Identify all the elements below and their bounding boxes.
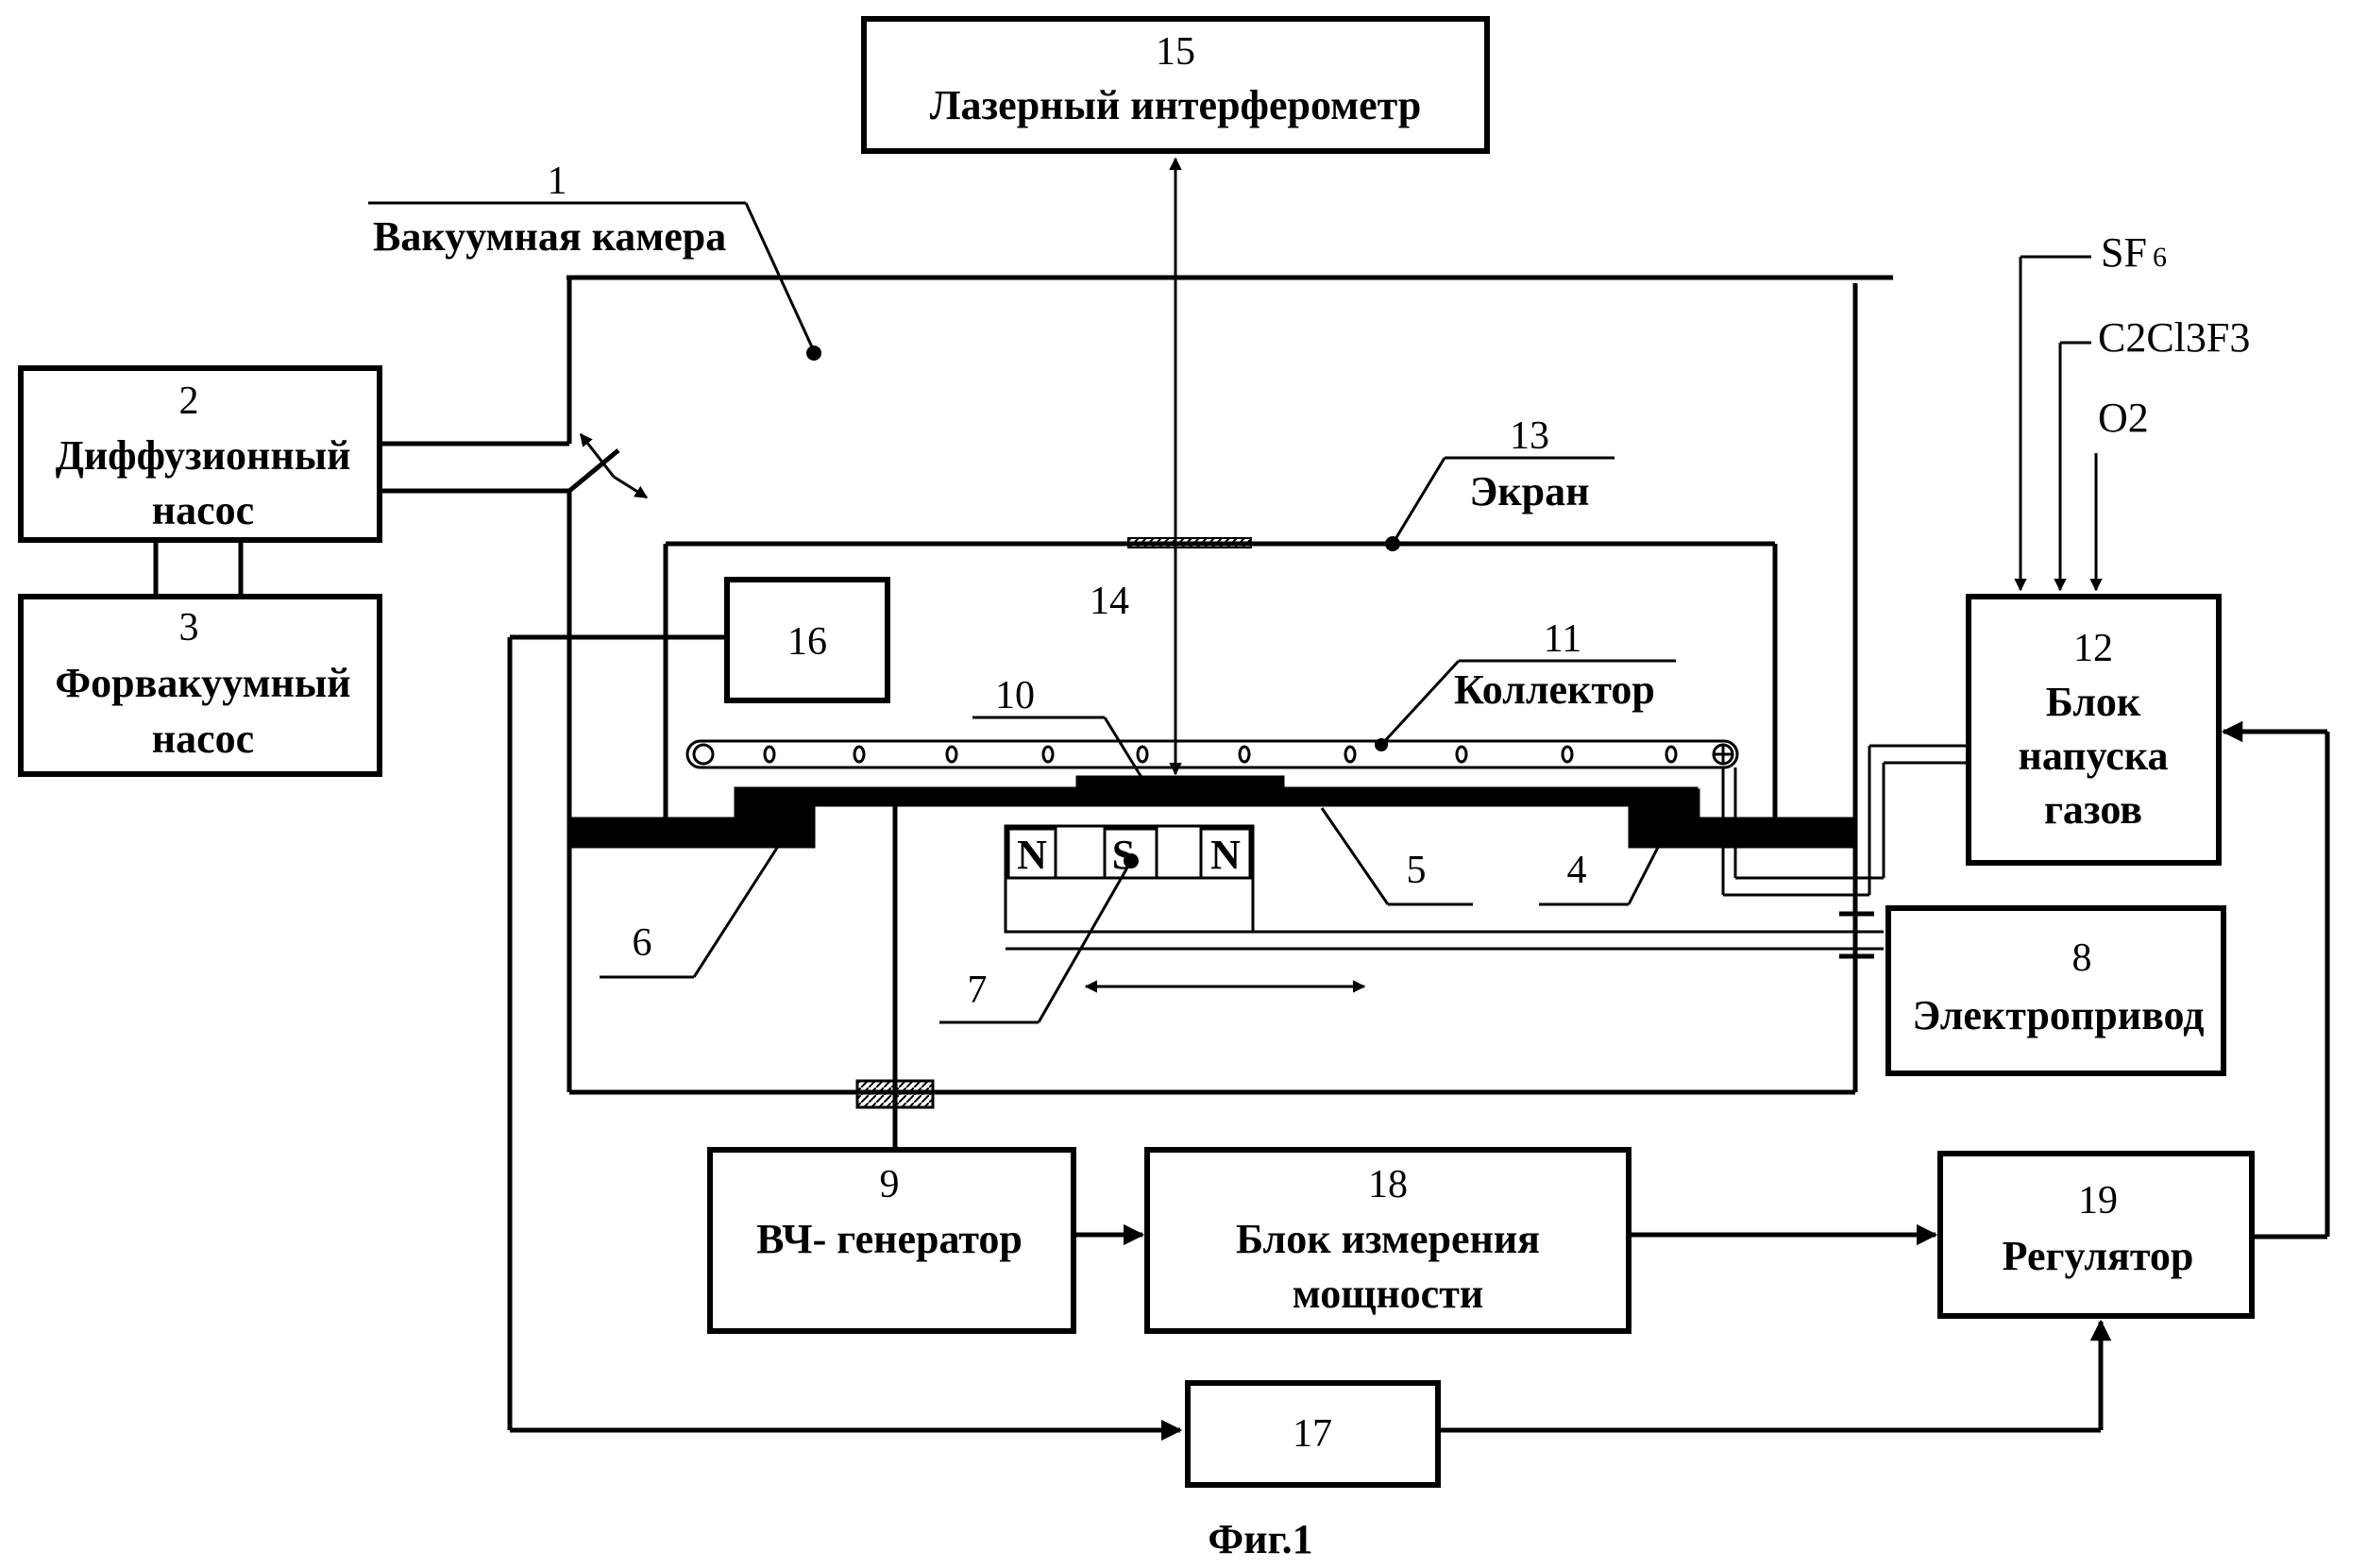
gas-inlet-label-2: напуска <box>2019 733 2169 779</box>
power-measurement-label-1: Блок измерения <box>1236 1216 1540 1262</box>
forevacuum-pump-block: 3 Форвакуумный насос <box>21 597 380 774</box>
num-8: 8 <box>2072 936 2092 980</box>
gas-o2: O2 <box>2098 395 2149 441</box>
forevacuum-pump-label-2: насос <box>152 716 254 762</box>
laser-interferometer-block: 15 Лазерный интерферометр <box>864 19 1487 151</box>
regulator-label: Регулятор <box>2003 1233 2194 1279</box>
diffusion-pump-block: 2 Диффузионный насос <box>21 368 380 540</box>
label-6: 6 <box>600 845 779 977</box>
gas-inlet-label-3: газов <box>2044 786 2142 833</box>
gas-c2cl3f3: C2Cl3F3 <box>2098 314 2250 361</box>
num-17: 17 <box>1293 1412 1332 1456</box>
num-11: 11 <box>1544 617 1581 661</box>
power-measurement-block: 18 Блок измерения мощности <box>1147 1150 1629 1331</box>
screen-label: Экран <box>1469 468 1589 514</box>
diffusion-pump-label-1: Диффузионный <box>56 432 351 479</box>
drive-rod <box>1006 914 1884 956</box>
num-7: 7 <box>968 969 988 1012</box>
laser-interferometer-label: Лазерный интерферометр <box>930 82 1422 128</box>
label-7: 7 <box>939 861 1131 1022</box>
electric-drive-label: Электропривод <box>1912 992 2204 1038</box>
magnet-7: N S N <box>1006 826 1253 932</box>
block-17: 17 <box>1188 1383 1438 1485</box>
num-2: 2 <box>179 379 199 423</box>
num-14: 14 <box>1090 580 1129 623</box>
gas-inlet-block: 12 Блок напуска газов <box>1969 597 2219 863</box>
num-19: 19 <box>2078 1179 2118 1222</box>
num-16: 16 <box>787 620 827 664</box>
magnet-pole-n1: N <box>1017 832 1047 878</box>
num-4: 4 <box>1567 849 1587 892</box>
rf-generator-label: ВЧ- генератор <box>756 1216 1023 1262</box>
rf-generator-block: 9 ВЧ- генератор <box>710 1150 1074 1331</box>
signal-17-to-19 <box>1438 1322 2101 1430</box>
magnet-pole-n2: N <box>1210 832 1241 878</box>
power-measurement-label-2: мощности <box>1293 1271 1483 1317</box>
diffusion-pump-label-2: насос <box>152 487 254 533</box>
electric-drive-block: 8 Электропривод <box>1888 908 2223 1073</box>
num-6: 6 <box>633 921 652 965</box>
regulator-block: 19 Регулятор <box>1940 1154 2252 1316</box>
valve-arrow <box>614 477 647 497</box>
num-5: 5 <box>1407 849 1427 892</box>
label-5: 5 <box>1322 808 1473 904</box>
num-3: 3 <box>179 606 199 649</box>
num-10: 10 <box>995 674 1035 717</box>
rf-feedthrough <box>857 1081 933 1107</box>
figure-caption: Фиг.1 <box>1208 1516 1312 1562</box>
gas-inlet-label-1: Блок <box>2046 679 2141 725</box>
vacuum-chamber-label: Вакуумная камера <box>373 213 726 260</box>
num-18: 18 <box>1368 1163 1408 1206</box>
forevacuum-pump-label-1: Форвакуумный <box>55 660 350 706</box>
label-1: 1 Вакуумная камера <box>368 160 821 361</box>
num-13: 13 <box>1510 414 1549 458</box>
num-9: 9 <box>880 1163 900 1206</box>
gas-sf6: SF6 <box>2101 229 2167 276</box>
label-10: 10 <box>972 674 1142 779</box>
collector-label: Коллектор <box>1454 666 1655 713</box>
num-1: 1 <box>548 160 567 203</box>
num-12: 12 <box>2073 627 2113 670</box>
gas-inputs: SF6 C2Cl3F3 O2 <box>2020 229 2250 590</box>
num-15: 15 <box>1156 30 1195 74</box>
block-16: 16 <box>727 580 888 700</box>
